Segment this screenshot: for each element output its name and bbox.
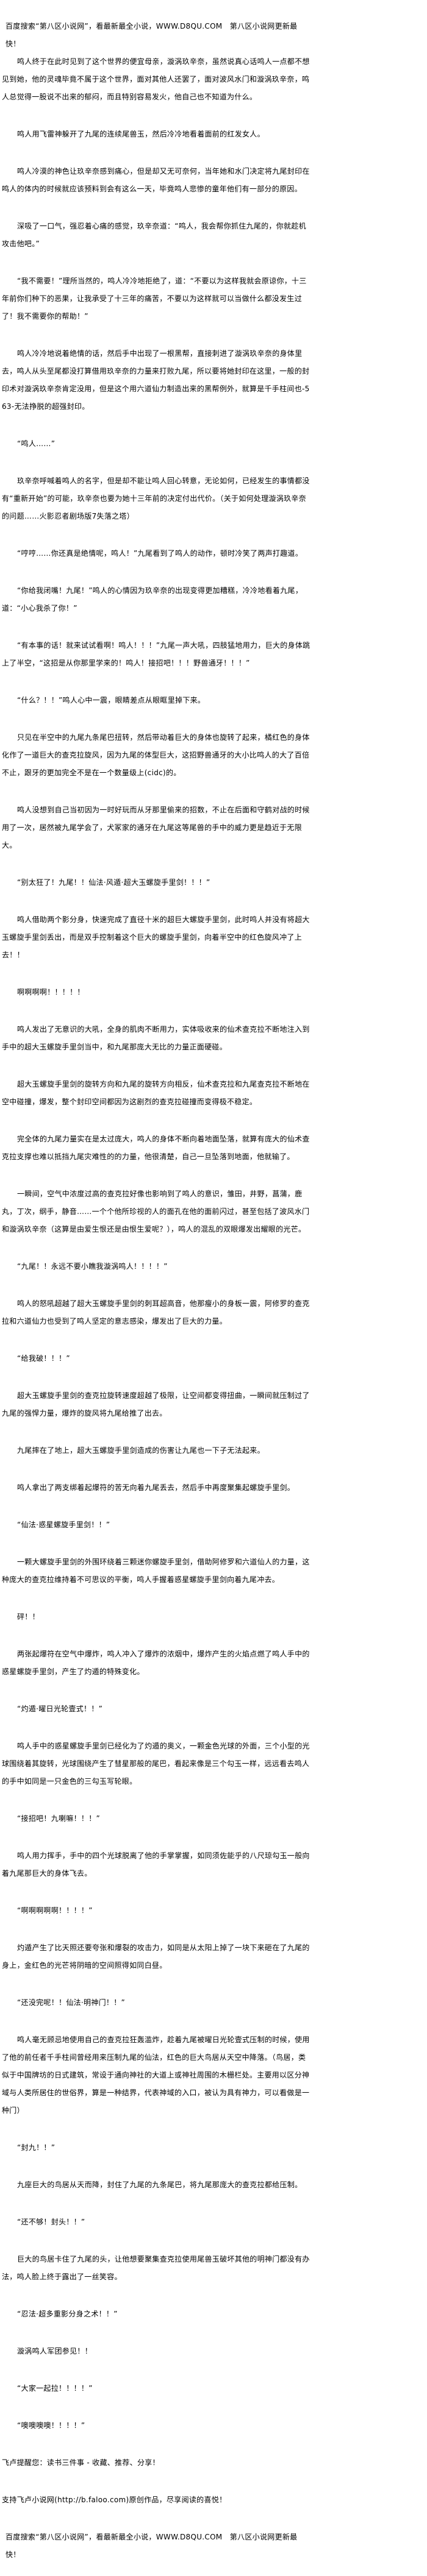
story-paragraph: “接招吧！九喇嘛！！！” [17,1814,101,1823]
story-paragraph: “我不需要！”理所当然的，鸣人冷冷地拒绝了，道：“不要以为这样我就会原谅你，十三… [2,277,307,321]
story-paragraph: 鸣人冷冷地说着绝情的话，然后手中出现了一根黑帮，直接刺进了漩涡玖辛奈的身体里去，… [2,349,310,411]
story-paragraph: “九尾！！永远不要小瞧我漩涡鸣人！！！！” [17,1262,168,1271]
story-paragraph: 砰！！ [17,1613,40,1621]
story-paragraph: 漩涡鸣人军团参见！！ [17,2347,93,2355]
story-paragraph: 鸣人拿出了两支绑着起爆符的苦无向着九尾丢去，然后手中再度聚集起螺旋手里剑。 [17,1483,295,1492]
story-paragraph: “灼遁·曜日光轮壹式！！” [17,1705,103,1713]
story-paragraph: 鸣人用力挥手，手中的四个光球脱离了他的手掌掌握，如同须佐能乎的八尺琼勾玉一般向着… [2,1851,310,1878]
story-paragraph: 鸣人没想到自己当初因为一时好玩而从牙那里偷来的招数，不止在后面和守鹤对战的时候用… [2,806,310,850]
story-paragraph: 鸣人的怒吼超越了超大玉螺旋手里剑的刺耳超高音，他那瘦小的身板一震，阿修罗的查克拉… [2,1299,310,1325]
story-paragraph: “还没完呢！！仙法·明神门！！” [17,1998,126,2007]
story-paragraph: “哼哼……你还真是绝情呢，鸣人！”九尾看到了鸣人的动作，顿时冷笑了两声打趣道。 [17,549,303,558]
story-paragraph: “鸣人……” [17,439,56,448]
chapter-page: 百度搜索“第八区小说网”，看最新最全小说，WWW.D8QU.COM 第八区小说网… [2,22,312,2559]
reading-reminder: 飞卢提醒您：读书三件事 - 收藏、推荐、分享！ [2,2458,160,2467]
story-paragraph: 鸣人借助两个影分身，快速完成了直径十米的超巨大螺旋手里剑，此时鸣人并没有将超大玉… [2,915,310,959]
story-paragraph: “忍法·超多重影分身之术！！” [17,2310,118,2318]
story-paragraph: 只见在半空中的九尾九条尾巴扭转，然后带动着巨大的身体也旋转了起来，橘红色的身体化… [2,733,310,777]
story-paragraph: “大家一起拉！！！！” [17,2384,93,2393]
story-paragraph: “有本事的话！就来试试看啊！鸣人！！！”九尾一声大吼，四肢猛地用力，巨大的身体跳… [2,641,310,667]
story-paragraph: 玖辛奈呼喊着鸣人的名字，但是却不能让鸣人回心转意，无论如何，已经发生的事情都没有… [2,477,310,520]
story-paragraph: 一颗大螺旋手里剑的外围环绕着三颗迷你螺旋手里剑，借助阿修罗和六道仙人的力量，这种… [2,1558,310,1584]
story-paragraph: “你给我闭嘴！九尾！”鸣人的心情因为玖辛奈的出现变得更加糟糕，冷冷地看着九尾，道… [2,586,303,612]
site-banner-bottom: 百度搜索“第八区小说网”，看最新最全小说，WWW.D8QU.COM 第八区小说网… [5,2533,298,2559]
story-paragraph: 鸣人手中的惑星螺旋手里剑已经化为了灼遁的奥义，一颗金色光球的外面，三个小型的光球… [2,1742,310,1786]
story-paragraph: 深吸了一口气，强忍着心痛的感觉，玖辛奈道：“鸣人，我会帮你抓住九尾的，你就趁机攻… [2,222,306,248]
story-paragraph: 灼遁产生了比天照还要夸张和爆裂的攻击力，如同是从太阳上掉了一块下来砸在了九尾的身… [2,1943,310,1970]
story-paragraph: 巨大的鸟居卡住了九尾的头，让他想要聚集查克拉使用尾兽玉破坏其他的明神门都没有办法… [2,2255,310,2281]
story-paragraph: 两张起爆符在空气中爆炸，鸣人冲入了爆炸的浓烟中，爆炸产生的火焰点燃了鸣人手中的惑… [2,1650,310,1676]
site-banner-top: 百度搜索“第八区小说网”，看最新最全小说，WWW.D8QU.COM 第八区小说网… [5,22,298,48]
story-paragraph: 啊啊啊啊！！！！！ [17,988,85,996]
story-paragraph: 超大玉螺旋手里剑的旋转方向和九尾的旋转方向相反，仙术查克拉和九尾查克拉不断地在空… [2,1080,310,1106]
story-paragraph: 完全体的九尾力量实在是太过庞大，鸣人的身体不断向着地面坠落，就算有庞大的仙术查克… [2,1135,310,1161]
story-paragraph: “噢噢噢噢！！！！” [17,2421,85,2430]
story-paragraph: “仙法·惑星螺旋手里剑！！” [17,1520,110,1529]
story-paragraph: 超大玉螺旋手里剑的查克拉旋转速度超越了极限，让空间都变得扭曲，一瞬间就压制过了九… [2,1391,310,1418]
story-paragraph: “什么？！！”鸣人心中一震，眼睛差点从眼眶里掉下来。 [17,696,206,704]
story-paragraph: “啊啊啊啊啊！！！！” [17,1906,93,1915]
story-paragraph: “别太狂了！九尾！！仙法·风遁·超大玉螺旋手里剑！！！” [17,878,210,887]
story-paragraph: 一瞬间，空气中浓度过高的查克拉好像也影响到了鸣人的意识，雏田，井野，菖蒲，鹿丸，… [2,1190,310,1233]
story-paragraph: 鸣人毫无顾忌地使用自己的查克拉狂轰滥炸，趁着九尾被曜日光轮壹式压制的时候，使用了… [2,2035,310,2115]
story-paragraph: 鸣人冷漠的神色让玖辛奈感到痛心，但是却又无可奈何，当年她和水门决定将九尾封印在鸣… [2,167,310,193]
story-paragraph: 九尾摔在了地上，超大玉螺旋手里剑造成的伤害让九尾也一下子无法起来。 [17,1446,265,1455]
story-paragraph: “给我破！！！” [17,1354,70,1363]
story-paragraph: “还不够！封头！！” [17,2218,85,2226]
story-paragraph: “封九！！” [17,2143,56,2152]
story-paragraph: 鸣人发出了无意识的大吼，全身的肌肉不断用力，实体吸收来的仙术查克拉不断地注入到手… [2,1025,310,1051]
support-notice: 支持飞卢小说网(http://b.faloo.com)原创作品，尽享阅读的喜悦！ [2,2496,227,2504]
story-paragraph: 鸣人用飞雷神躲开了九尾的连续尾兽玉，然后冷冷地看着面前的红发女人。 [17,130,265,138]
chapter-body: 鸣人终于在此时见到了这个世界的便宜母亲，漩涡玖辛奈，虽然说真心话鸣人一点都不想见… [2,53,312,2435]
story-paragraph: 九座巨大的鸟居从天而降，封住了九尾的九条尾巴，将九尾那庞大的查克拉都给压制。 [17,2180,303,2189]
story-paragraph: 鸣人终于在此时见到了这个世界的便宜母亲，漩涡玖辛奈，虽然说真心话鸣人一点都不想见… [2,57,310,101]
